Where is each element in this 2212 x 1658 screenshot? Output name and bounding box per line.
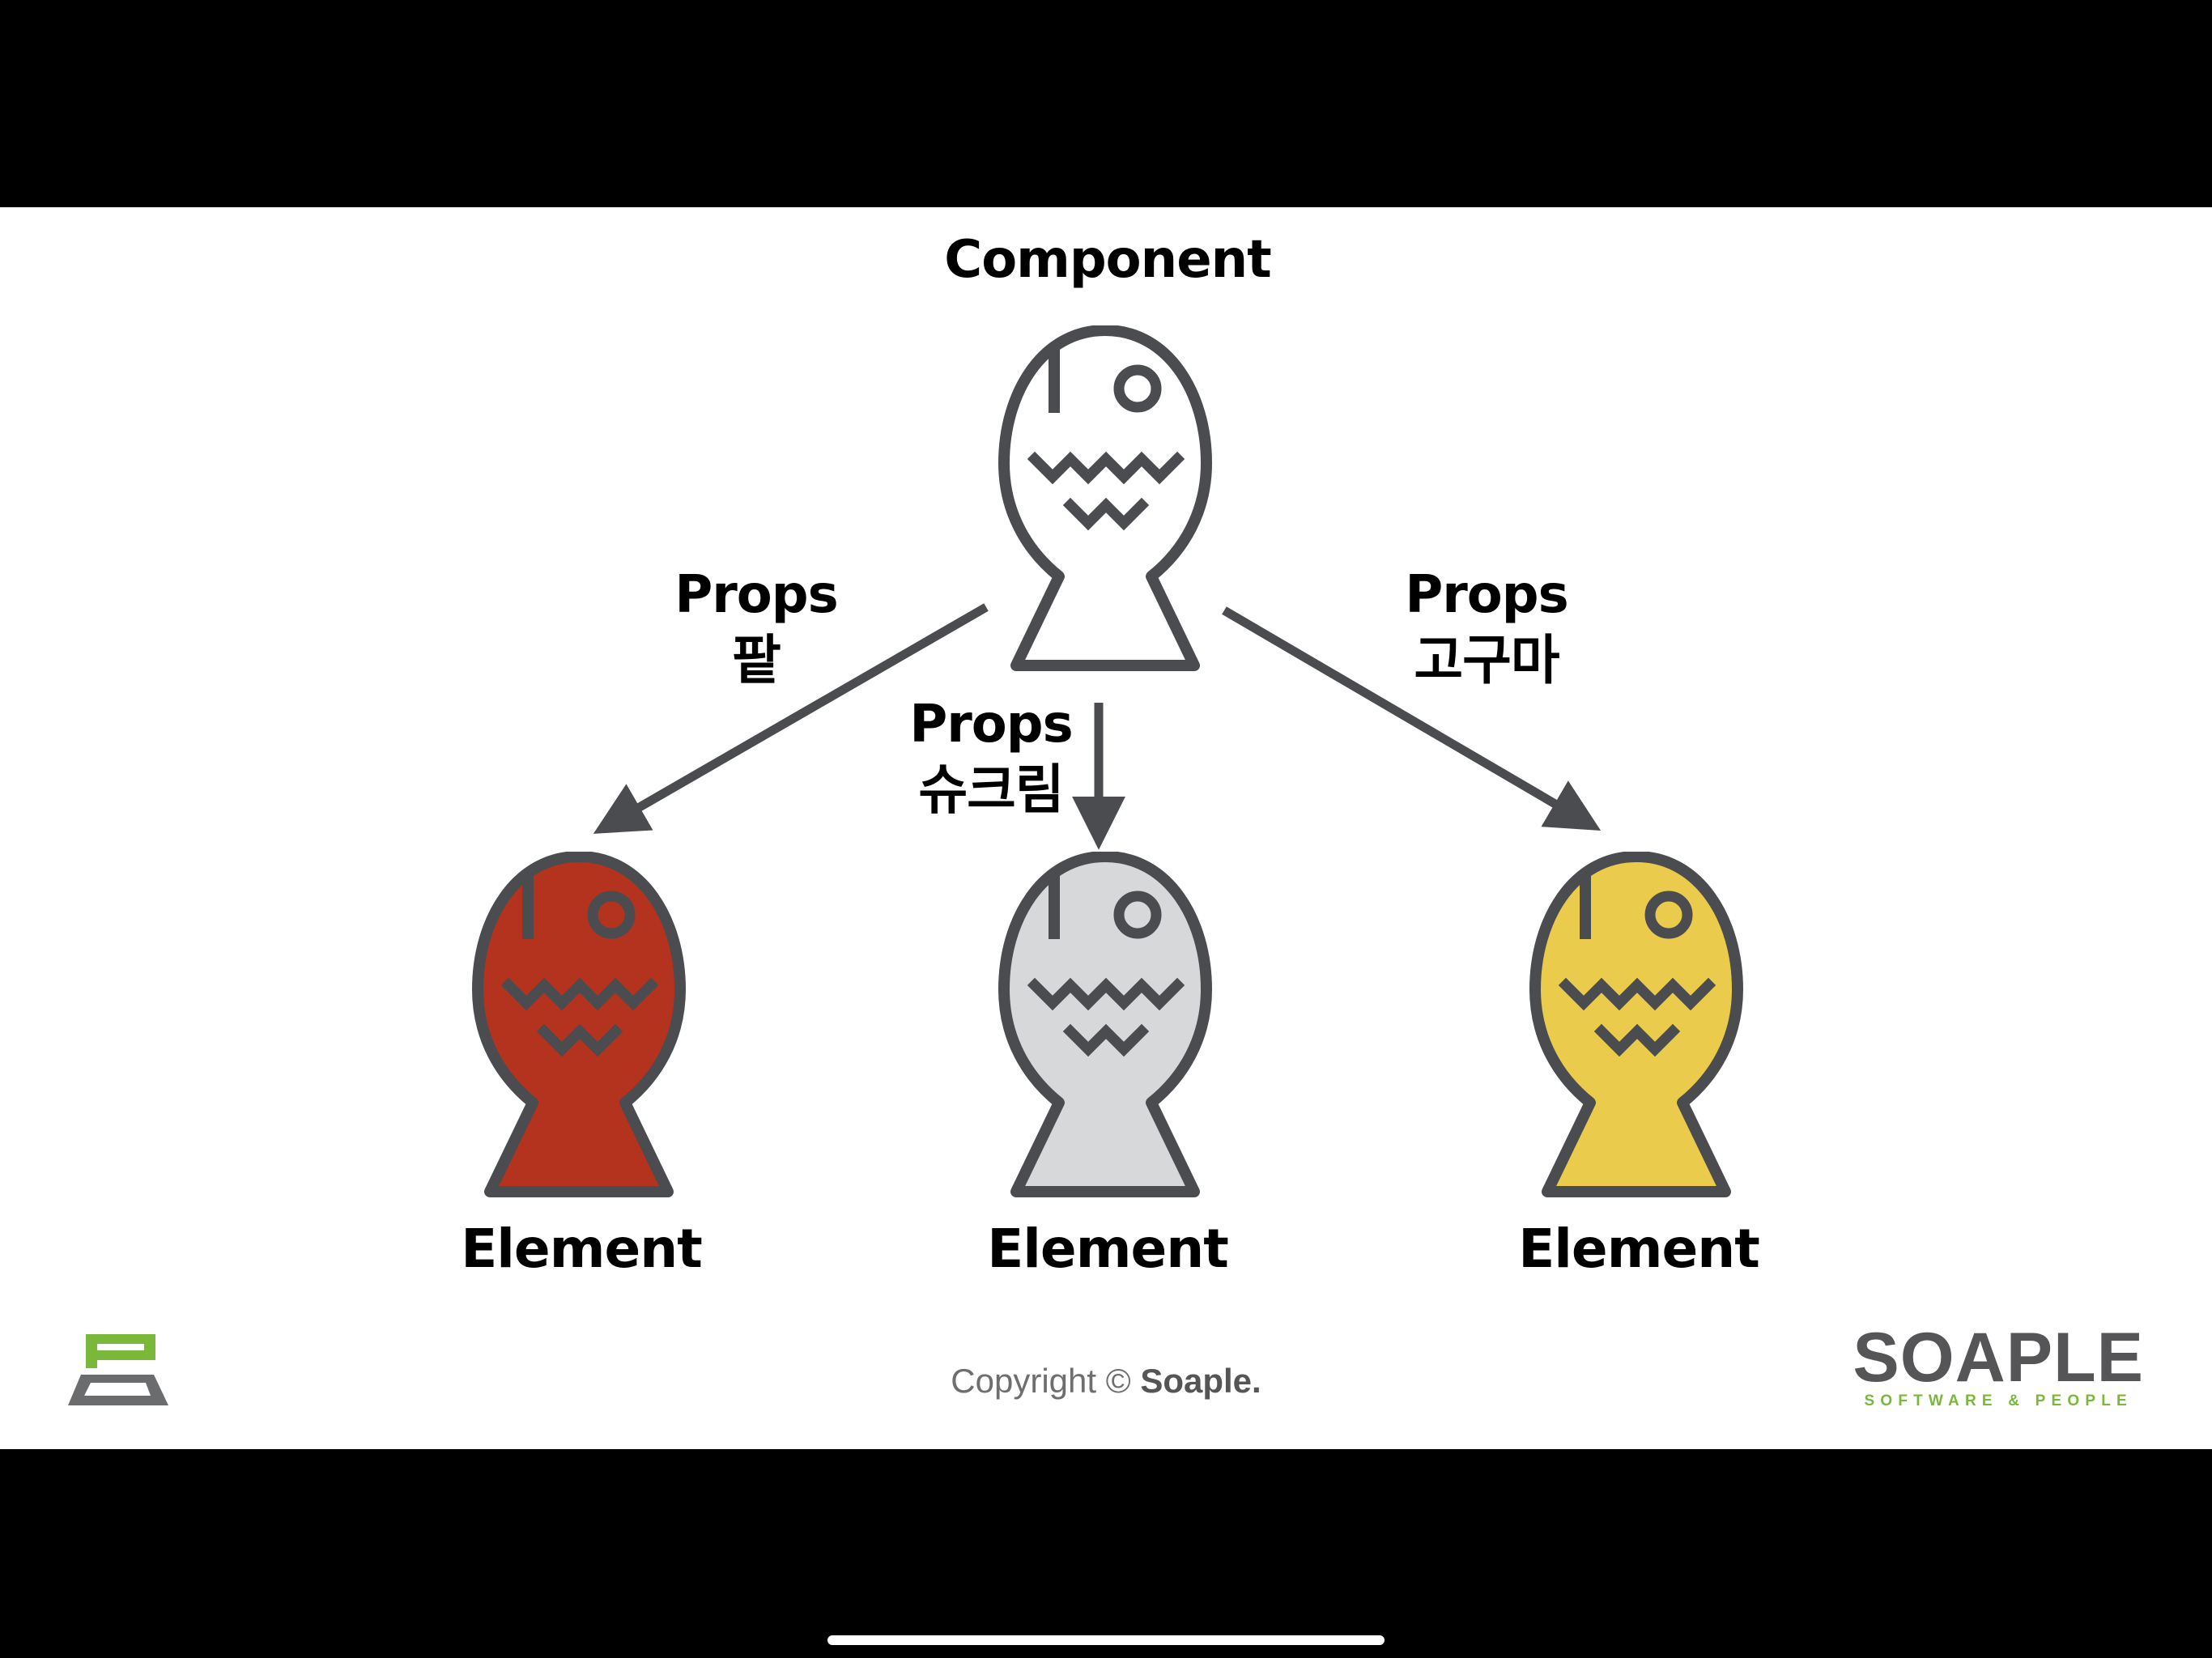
element-fish-gray — [1004, 857, 1206, 1192]
soaple-brand-logo: SOAPLE SOFTWARE & PEOPLE — [1853, 1323, 2144, 1410]
element-label-center: Element — [987, 1218, 1229, 1280]
props-label-left: Props 팥 — [674, 562, 838, 693]
brand-tagline: SOFTWARE & PEOPLE — [1864, 1392, 2133, 1409]
props-value: 고구마 — [1414, 629, 1559, 691]
props-value: 슈크림 — [918, 759, 1064, 821]
props-key: Props — [1405, 565, 1568, 625]
copyright-text: Copyright © Soaple. — [951, 1362, 1261, 1401]
component-label: Component — [944, 230, 1272, 290]
diagram-canvas — [0, 207, 2212, 1449]
props-key: Props — [674, 565, 838, 625]
props-value: 팥 — [732, 629, 781, 691]
element-label-right: Element — [1518, 1218, 1760, 1280]
element-fish-yellow — [1535, 857, 1738, 1192]
arrow-right — [1222, 606, 1602, 831]
slide: Component Props 팥 Props 슈크림 Props 고구마 El… — [0, 207, 2212, 1449]
soaple-logo-icon — [68, 1334, 168, 1405]
home-indicator[interactable] — [827, 1635, 1385, 1645]
brand-name: SOAPLE — [1853, 1319, 2144, 1397]
copyright-brand: Soaple. — [1140, 1362, 1261, 1400]
props-label-center: Props 슈크림 — [909, 691, 1073, 823]
element-label-left: Element — [461, 1218, 703, 1280]
arrow-left — [593, 603, 989, 834]
props-label-right: Props 고구마 — [1405, 562, 1568, 693]
copyright-prefix: Copyright © — [951, 1362, 1141, 1400]
component-fish — [1004, 330, 1206, 665]
element-fish-red — [478, 857, 680, 1192]
props-key: Props — [909, 695, 1073, 755]
